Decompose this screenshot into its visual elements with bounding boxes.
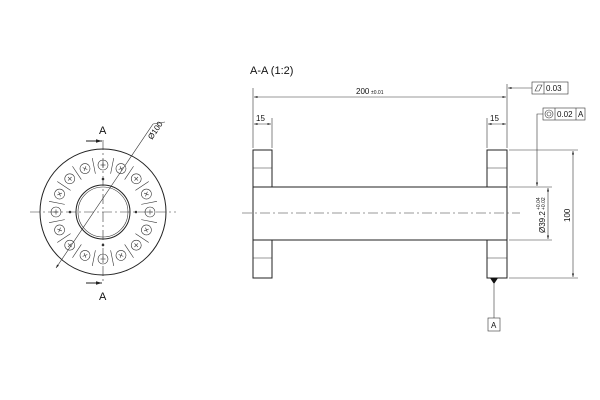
hole-tick — [124, 244, 134, 258]
bore-tol-lower: +0.02 — [541, 197, 547, 210]
section-label-top: A — [99, 125, 107, 137]
flatness-icon — [534, 84, 543, 92]
bore-tol-upper: +0.04 — [536, 197, 542, 210]
hole-tick — [110, 157, 115, 174]
diameter-leader-tail — [152, 121, 166, 125]
concentricity-value: 0.02 — [557, 110, 573, 119]
datum-a: A — [487, 278, 501, 332]
bolt-hole — [54, 188, 65, 200]
bore-dim: Ø39.2 — [538, 211, 547, 233]
hole-tick — [72, 244, 82, 258]
flange-height-dim: 100 — [563, 208, 572, 222]
pin-dot — [134, 210, 138, 214]
datum-label: A — [491, 321, 497, 330]
section-view: A-A (1:2) 200 ±0.01 15 15 100 Ø39.2 — [242, 65, 586, 332]
hole-tick — [72, 166, 82, 180]
bolt-hole — [54, 224, 65, 236]
bolt-hole — [141, 188, 152, 200]
right-flange-width: 15 — [490, 114, 499, 123]
hole-tick — [135, 233, 149, 243]
left-flange-top — [252, 149, 273, 188]
concentricity-icon — [544, 109, 554, 119]
bolt-holes — [48, 157, 158, 267]
pin-marks — [68, 177, 138, 247]
flatness-frame: 0.03 — [531, 81, 569, 95]
pin-dot — [68, 210, 72, 214]
section-title: A-A (1:2) — [250, 65, 293, 77]
bolt-hole — [130, 173, 142, 185]
hole-tick — [91, 250, 96, 267]
right-flange-top — [486, 149, 508, 188]
bolt-hole — [97, 253, 109, 265]
hole-tick — [57, 181, 71, 191]
bolt-hole — [64, 239, 76, 251]
hole-tick — [141, 200, 158, 205]
left-flange-width: 15 — [256, 114, 265, 123]
bolt-hole — [141, 224, 152, 236]
tube-body — [252, 186, 508, 241]
bolt-hole — [79, 163, 91, 174]
hole-tick — [48, 219, 65, 224]
hole-tick — [57, 233, 71, 243]
pin-dot — [101, 177, 105, 181]
bolt-hole — [50, 206, 62, 218]
length-tol: ±0.01 — [371, 90, 384, 96]
left-flange-bottom — [252, 239, 273, 279]
hole-tick — [141, 219, 158, 224]
right-flange-bottom — [486, 239, 508, 279]
hole-tick — [48, 200, 65, 205]
section-label-bottom: A — [99, 291, 107, 303]
bolt-hole — [144, 206, 156, 218]
concentricity-datum: A — [578, 110, 584, 119]
front-view: Ø100 A A — [30, 119, 176, 303]
datum-triangle-icon — [490, 278, 498, 284]
hole-tick — [91, 157, 96, 174]
hole-tick — [110, 250, 115, 267]
flatness-value: 0.03 — [546, 84, 562, 93]
diameter-leader — [55, 123, 154, 269]
length-dim: 200 — [356, 87, 370, 96]
bolt-hole — [130, 239, 142, 251]
hole-tick — [124, 166, 134, 180]
bolt-hole — [64, 173, 76, 185]
pin-dot — [101, 243, 105, 247]
bolt-hole — [97, 159, 109, 171]
bolt-hole — [115, 250, 127, 261]
bolt-hole — [115, 163, 127, 174]
hole-tick — [135, 181, 149, 191]
concentricity-frame: 0.02 A — [542, 107, 586, 121]
bolt-hole — [79, 250, 91, 261]
